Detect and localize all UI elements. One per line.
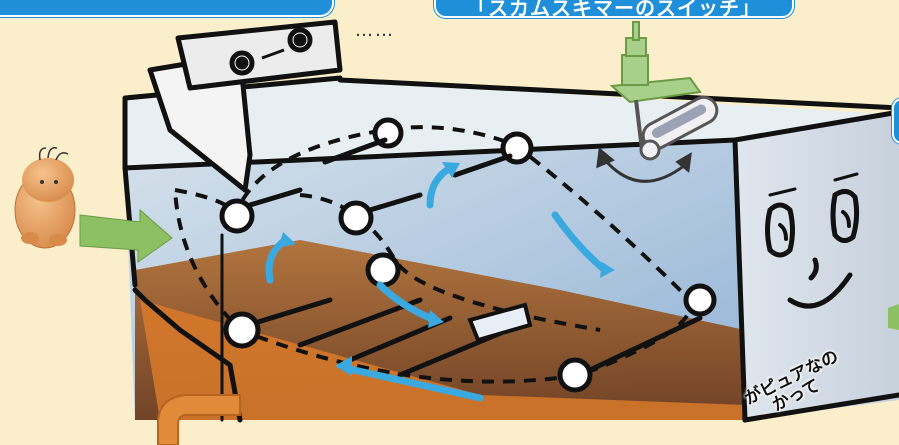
sprocket-1 [222,201,252,231]
skimmer-switch-title: 「スカムスキマーのスイッチ」 [434,0,794,18]
sprocket-7 [560,360,590,390]
header-badge-left [0,0,334,17]
sprocket-5 [368,255,398,285]
sprocket-2 [341,203,371,233]
header-badge-right [892,98,899,144]
sprocket-6 [226,314,258,346]
ellipsis-text: …… [355,20,395,41]
sprocket-8 [686,286,714,314]
